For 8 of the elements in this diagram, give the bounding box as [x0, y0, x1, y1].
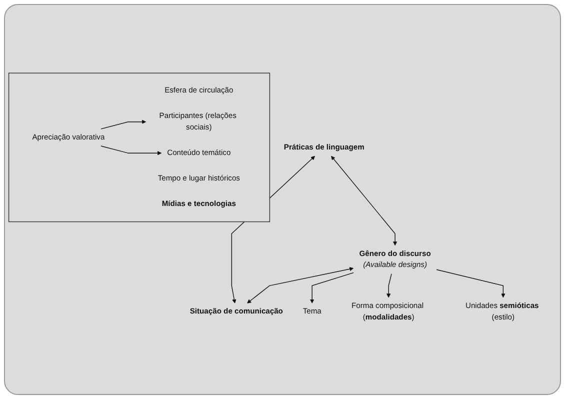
- arrow: [247, 267, 354, 304]
- arrow: [331, 156, 398, 246]
- arrow: [310, 272, 354, 304]
- cluster: [8, 72, 270, 222]
- arrow: [100, 146, 162, 156]
- arrow: [100, 120, 146, 130]
- arrow: [386, 274, 392, 298]
- arrow: [436, 269, 506, 298]
